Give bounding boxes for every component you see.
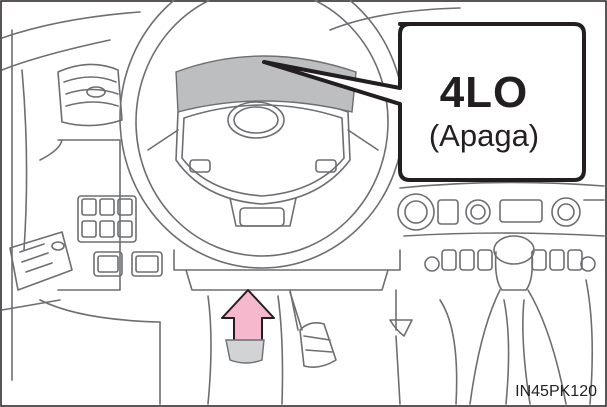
mode-state-label: (Apaga)	[398, 118, 570, 154]
left-air-vent	[58, 64, 122, 125]
brake-pedal	[290, 292, 336, 367]
door-window-switch	[10, 232, 72, 290]
dashboard-top-line	[2, 12, 140, 38]
steering-wheel	[120, 0, 404, 268]
figure-code: IN45PK120	[515, 383, 597, 401]
hvac-panel	[398, 182, 604, 271]
gear-shift-lever	[440, 236, 592, 404]
mode-label: 4LO	[398, 68, 570, 118]
press-arrow-icon	[222, 290, 274, 363]
